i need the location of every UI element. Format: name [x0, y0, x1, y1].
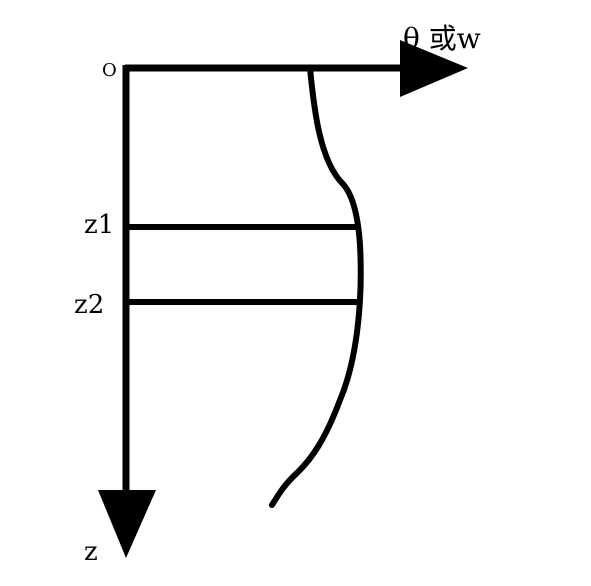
- vertical-axis-arrowhead: [98, 490, 156, 558]
- level-label-z2: z2: [74, 290, 104, 320]
- origin-label: O: [102, 60, 117, 81]
- horizontal-axis-arrowhead: [400, 40, 468, 97]
- vertical-axis-label: z: [84, 537, 98, 567]
- level-label-z1: z1: [84, 210, 114, 240]
- profile-curve: [269, 65, 364, 508]
- horizontal-axis-label: θ 或w: [403, 22, 481, 55]
